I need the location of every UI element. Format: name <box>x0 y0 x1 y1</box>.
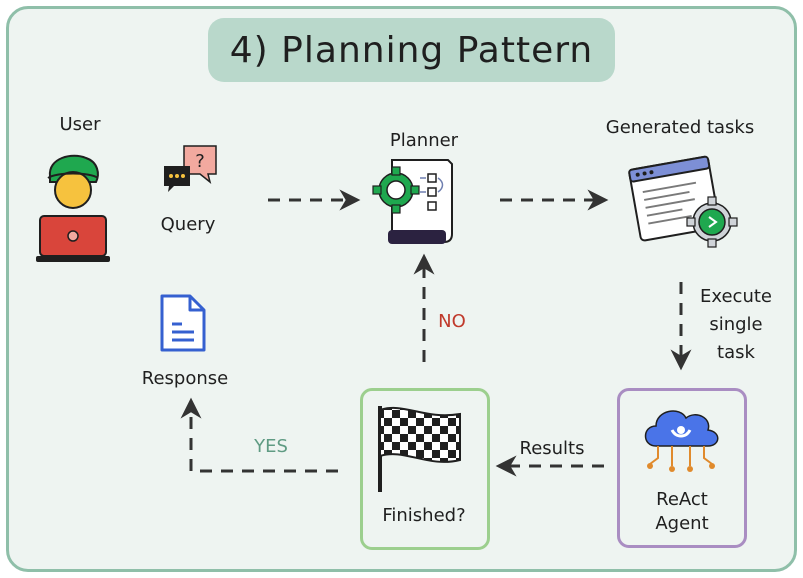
results-label: Results <box>519 438 585 459</box>
no-edge-label: NO <box>438 311 466 332</box>
query-label: Query <box>160 214 216 235</box>
response-label: Response <box>141 368 229 389</box>
checkered-flag-icon <box>378 406 461 492</box>
execute-line-1: Execute <box>700 286 772 307</box>
planner-icon <box>372 159 453 244</box>
react-agent-line-1: ReAct <box>656 489 708 510</box>
execute-line-2: single <box>709 314 763 335</box>
diagram-title: 4) Planning Pattern <box>208 18 615 82</box>
react-agent-label: ReAct Agent <box>627 488 737 536</box>
react-agent-line-2: Agent <box>655 513 709 534</box>
execute-label: Execute single task <box>686 283 786 367</box>
question-mark: ? <box>195 151 205 172</box>
arrow-finished-to-response <box>180 397 338 473</box>
generated-tasks-label: Generated tasks <box>605 117 755 138</box>
planner-label: Planner <box>389 130 459 151</box>
user-icon <box>36 154 110 262</box>
chat-bubbles-icon: ? <box>164 145 217 192</box>
finished-label: Finished? <box>382 505 466 526</box>
user-label: User <box>59 114 101 135</box>
execute-line-3: task <box>717 342 755 363</box>
yes-edge-label: YES <box>254 436 288 457</box>
tasks-window-icon <box>628 155 738 248</box>
cloud-agent-icon <box>644 410 719 472</box>
document-icon <box>160 294 206 352</box>
